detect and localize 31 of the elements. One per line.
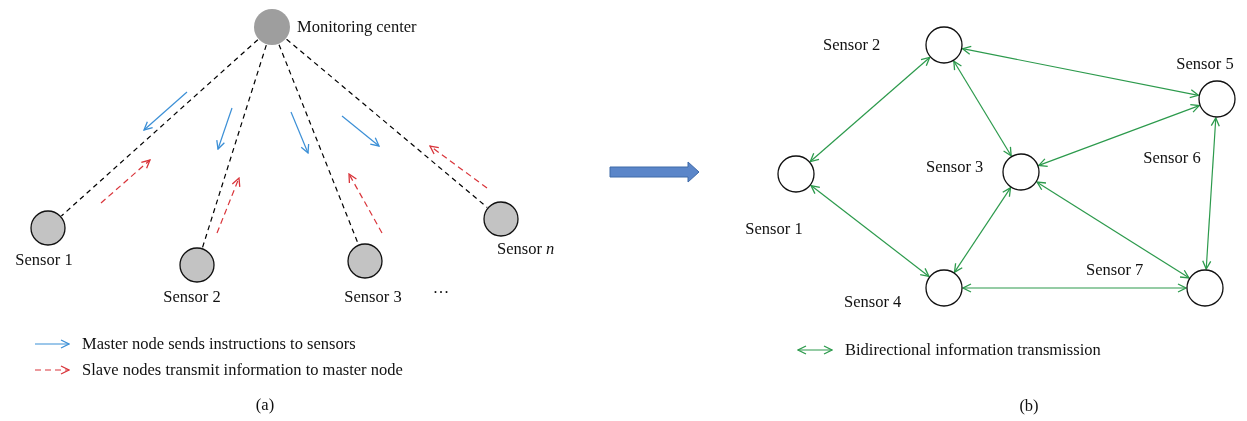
legend-text: Bidirectional information transmission: [845, 340, 1101, 360]
connector-line: [60, 39, 259, 217]
connector-line: [201, 44, 267, 249]
arrow: [1036, 181, 1190, 279]
arrow: [962, 45, 1199, 99]
node-label: Sensor 5: [1176, 54, 1234, 74]
node-label: Sensor 6: [1143, 148, 1201, 168]
node-label: Sensor 3: [926, 157, 984, 177]
node-label: Sensor 7: [1086, 260, 1144, 280]
arrow: [809, 56, 931, 163]
arrow: [953, 187, 1012, 273]
node-label: Sensor 2: [823, 35, 881, 55]
node-label: Sensor 1: [15, 250, 73, 270]
legend-text: Master node sends instructions to sensors: [82, 334, 356, 354]
panel-label: (b): [1019, 396, 1039, 416]
node-label: Sensor 3: [344, 287, 402, 307]
ellipsis: …: [432, 278, 450, 298]
arrow: [953, 60, 1012, 157]
connector-line: [278, 44, 359, 245]
panel-label: (a): [255, 395, 275, 415]
node-label: Sensor 1: [745, 219, 803, 239]
node-label: Sensor 2: [163, 287, 221, 307]
arrow: [1202, 117, 1220, 270]
arrow: [962, 283, 1187, 293]
arrow: [810, 184, 930, 278]
node-label: Sensor 4: [844, 292, 902, 312]
connector-line: [285, 38, 488, 209]
node-label: Sensor n: [497, 239, 555, 259]
legend-text: Slave nodes transmit information to master node: [82, 360, 403, 380]
arrow: [1038, 104, 1200, 167]
node-label: Monitoring center: [297, 17, 417, 37]
